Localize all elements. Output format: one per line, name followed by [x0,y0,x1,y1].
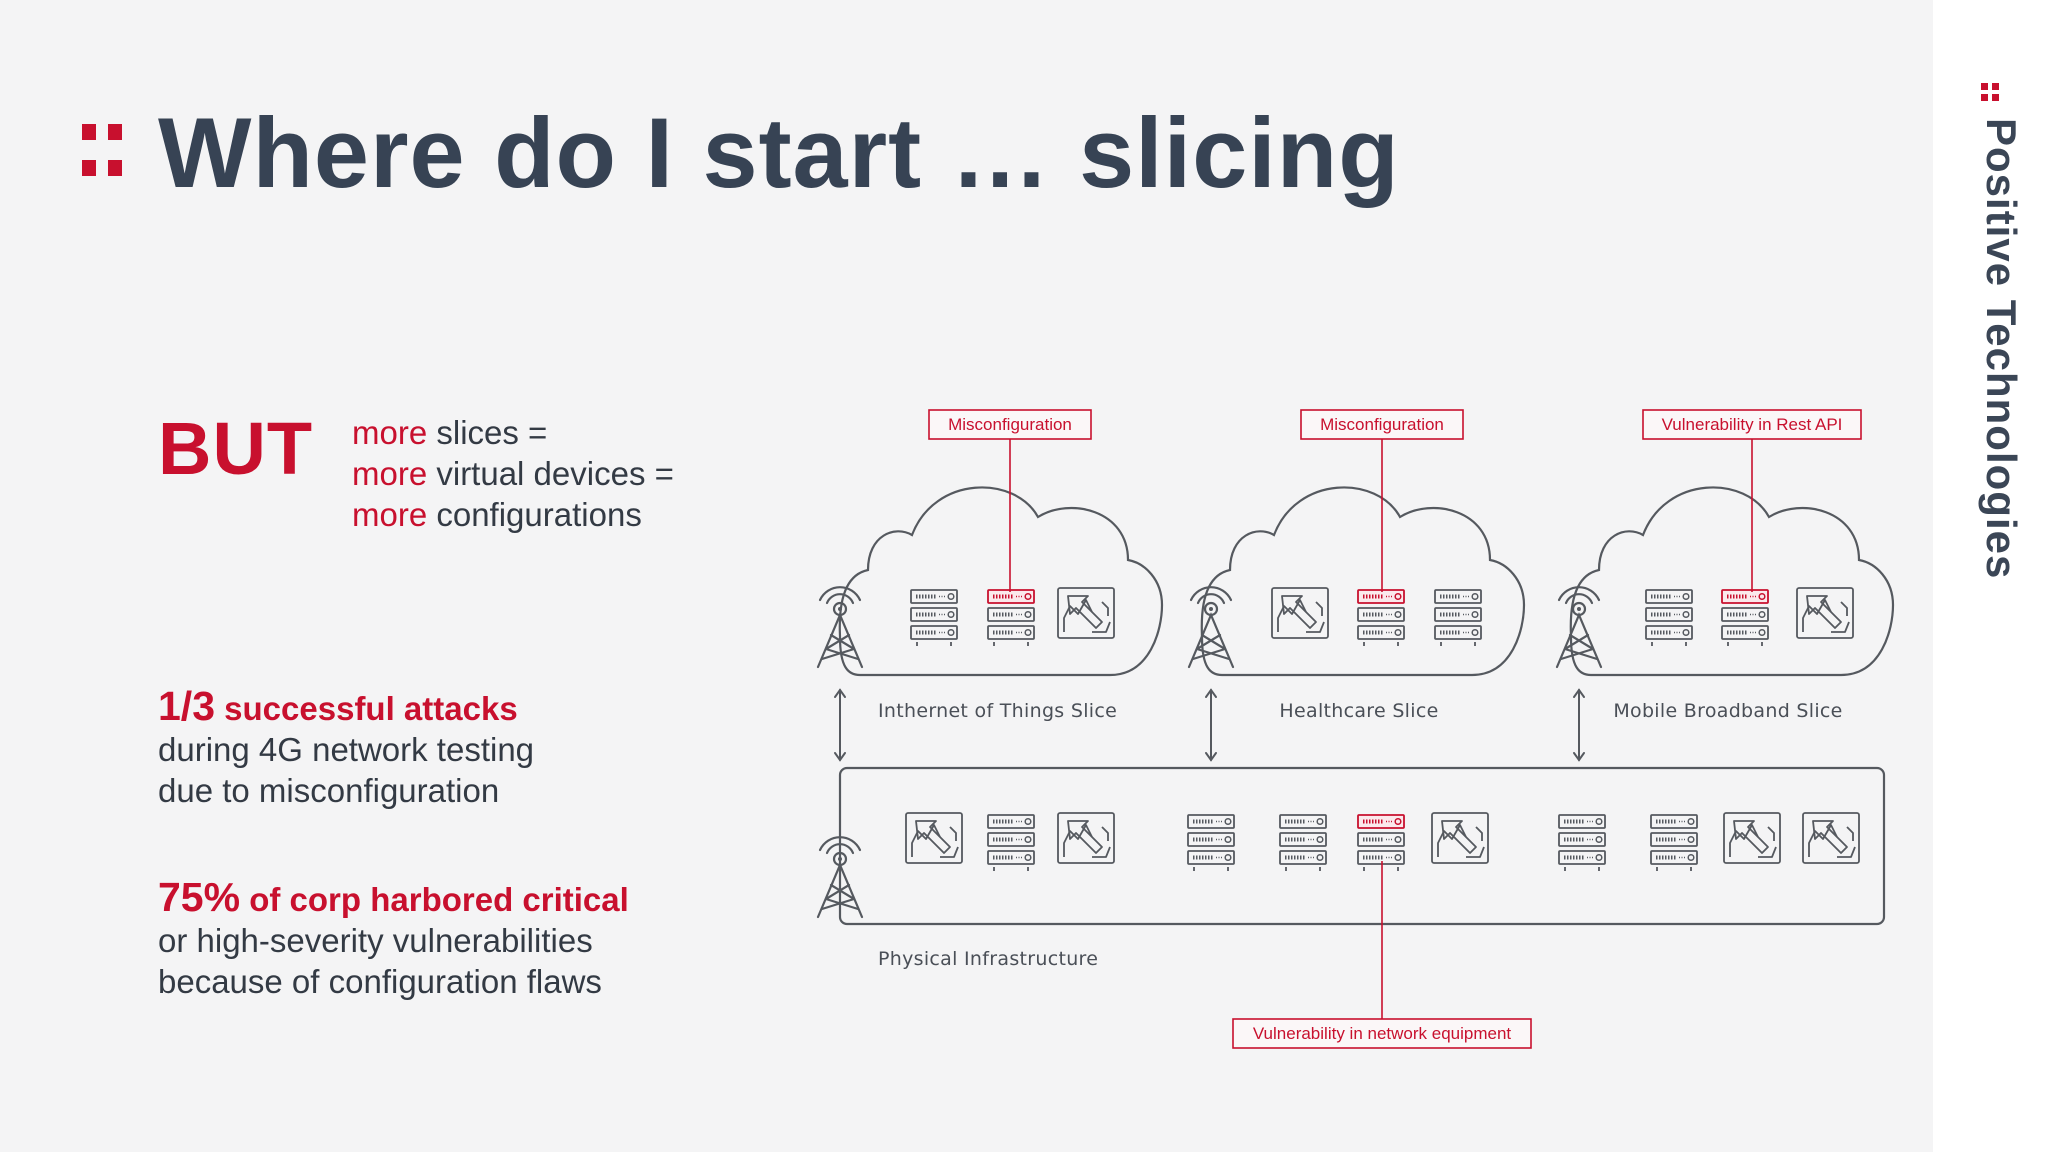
stat-value: 75% [158,874,241,920]
but-line: more virtual devices = [352,453,674,494]
server-icon [1558,814,1606,871]
but-line-accent: more [352,414,428,451]
towers [816,586,1603,919]
server-icon [1645,589,1693,646]
stat-headline: 75% of corp harbored critical [158,877,629,920]
title-logo-icon [82,124,134,182]
stat-line: due to misconfiguration [158,772,500,809]
slide-title: Where do I start … slicing [158,97,1400,208]
server-icon [1650,814,1698,871]
cloud-outline [1569,486,1895,677]
callout-0: Misconfiguration [928,409,1092,592]
but-label: BUT [158,407,314,490]
server-icon [987,814,1035,871]
server-alert-icon [1357,589,1405,646]
virtual-machine-icon [1802,812,1860,864]
stat-value: 1/3 [158,683,215,729]
cell-tower-icon [1187,586,1235,669]
stat-headline: 1/3 successful attacks [158,686,534,729]
slice-label-mobile-broadband: Mobile Broadband Slice [1613,700,1842,722]
callout-text: Vulnerability in network equipment [1253,1024,1512,1043]
brand-sidebar [1933,0,2048,1152]
server-icon [1434,589,1482,646]
cell-tower-icon [816,836,864,919]
slide-background [0,0,1933,1152]
stat-headline-text: successful attacks [215,690,518,727]
but-line: more configurations [352,494,674,535]
stat-line: because of configuration flaws [158,963,602,1000]
slice-link-arrow [1205,688,1217,762]
callout-text: Misconfiguration [948,415,1072,434]
but-line-text: virtual devices = [427,455,674,492]
stat-vulnerabilities: 75% of corp harbored critical or high-se… [158,877,629,1002]
server-icon [1279,814,1327,871]
infrastructure-label: Physical Infrastructure [878,948,1098,970]
server-icon [910,589,958,646]
server-alert-icon [987,589,1035,646]
devices [905,587,1860,871]
callout-infrastructure: Vulnerability in network equipment [1232,861,1532,1049]
but-line-accent: more [352,496,428,533]
server-icon [1187,814,1235,871]
infrastructure-box [838,766,1886,926]
but-line-text: configurations [427,496,642,533]
but-line-text: slices = [427,414,548,451]
connectors [834,688,1585,762]
virtual-machine-icon [905,812,963,864]
callout-2: Vulnerability in Rest API [1642,409,1862,592]
stat-attacks: 1/3 successful attacks during 4G network… [158,686,534,811]
virtual-machine-icon [1057,587,1115,639]
virtual-machine-icon [1057,812,1115,864]
but-lines: more slices = more virtual devices = mor… [352,412,674,535]
slice-label-iot: Inthernet of Things Slice [878,700,1117,722]
virtual-machine-icon [1723,812,1781,864]
brand-logo-icon [1981,83,1999,101]
cloud-outline [1200,486,1526,677]
but-line: more slices = [352,412,674,453]
stat-line: during 4G network testing [158,731,535,768]
slice-clouds [838,486,1895,677]
but-line-accent: more [352,455,428,492]
cell-tower-icon [1555,586,1603,669]
stat-headline-text: of corp harbored critical [240,881,629,918]
slice-link-arrow [1573,688,1585,762]
cloud-outline [838,486,1164,677]
callout-text: Misconfiguration [1320,415,1444,434]
callout-1: Misconfiguration [1300,409,1464,592]
callout-text: Vulnerability in Rest API [1662,415,1843,434]
stat-line: or high-severity vulnerabilities [158,922,593,959]
virtual-machine-icon [1271,587,1329,639]
slice-label-healthcare: Healthcare Slice [1279,700,1438,722]
slice-link-arrow [834,688,846,762]
server-alert-icon [1721,589,1769,646]
virtual-machine-icon [1796,587,1854,639]
server-alert-icon [1357,814,1405,871]
brand-name: Positive Technologies [1978,118,2025,580]
virtual-machine-icon [1431,812,1489,864]
cell-tower-icon [816,586,864,669]
